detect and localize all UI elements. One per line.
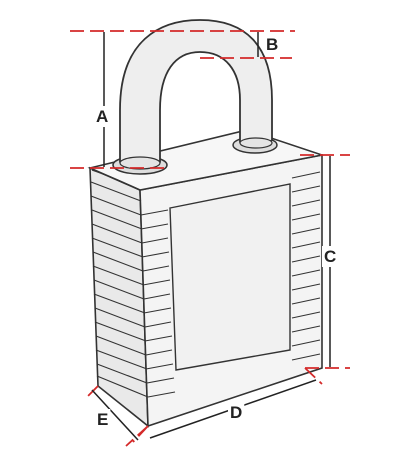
padlock-shackle	[112, 19, 278, 175]
label-e: E	[97, 410, 108, 429]
label-c-background	[322, 246, 339, 267]
label-d-background	[228, 402, 245, 423]
label-b: B	[266, 35, 278, 54]
label-a-background	[94, 106, 111, 127]
label-a: A	[96, 107, 108, 126]
front-left-ribs	[140, 209, 176, 398]
label-panel	[169, 183, 291, 371]
label-d: D	[230, 403, 242, 422]
front-right-ribs	[291, 171, 321, 361]
body-top-rim	[91, 169, 141, 191]
guide-d-right	[304, 367, 323, 385]
label-e-background	[95, 409, 111, 430]
guide-e-bottom	[125, 425, 149, 447]
label-c: C	[324, 247, 336, 266]
shackle-left-foot	[119, 156, 161, 170]
padlock-body	[87, 129, 326, 428]
dimension-line-e	[91, 389, 139, 441]
left-side-ribs	[90, 181, 149, 398]
shackle-right-foot	[239, 137, 273, 149]
